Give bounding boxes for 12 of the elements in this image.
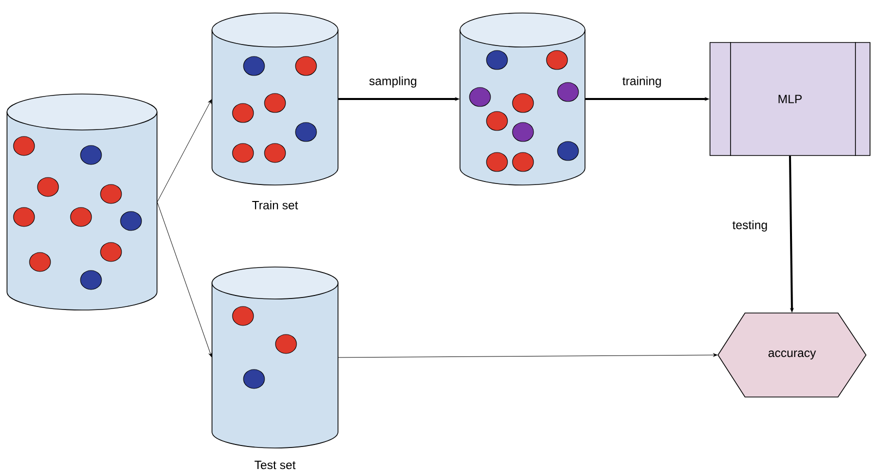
hexagon: accuracy	[718, 312, 866, 398]
cylinder-label: Train set	[252, 200, 298, 210]
cylinder-label: Test set	[254, 460, 296, 470]
process-box: MLP	[710, 42, 870, 156]
arrow	[156, 99, 212, 202]
edge-label: sampling	[368, 75, 418, 89]
edge-label: testing	[731, 219, 769, 233]
arrow	[338, 353, 718, 358]
edge-label: training	[621, 75, 663, 89]
cylinder-drawing	[460, 12, 586, 186]
arrow	[156, 202, 212, 358]
cylinder-drawing	[6, 94, 158, 310]
